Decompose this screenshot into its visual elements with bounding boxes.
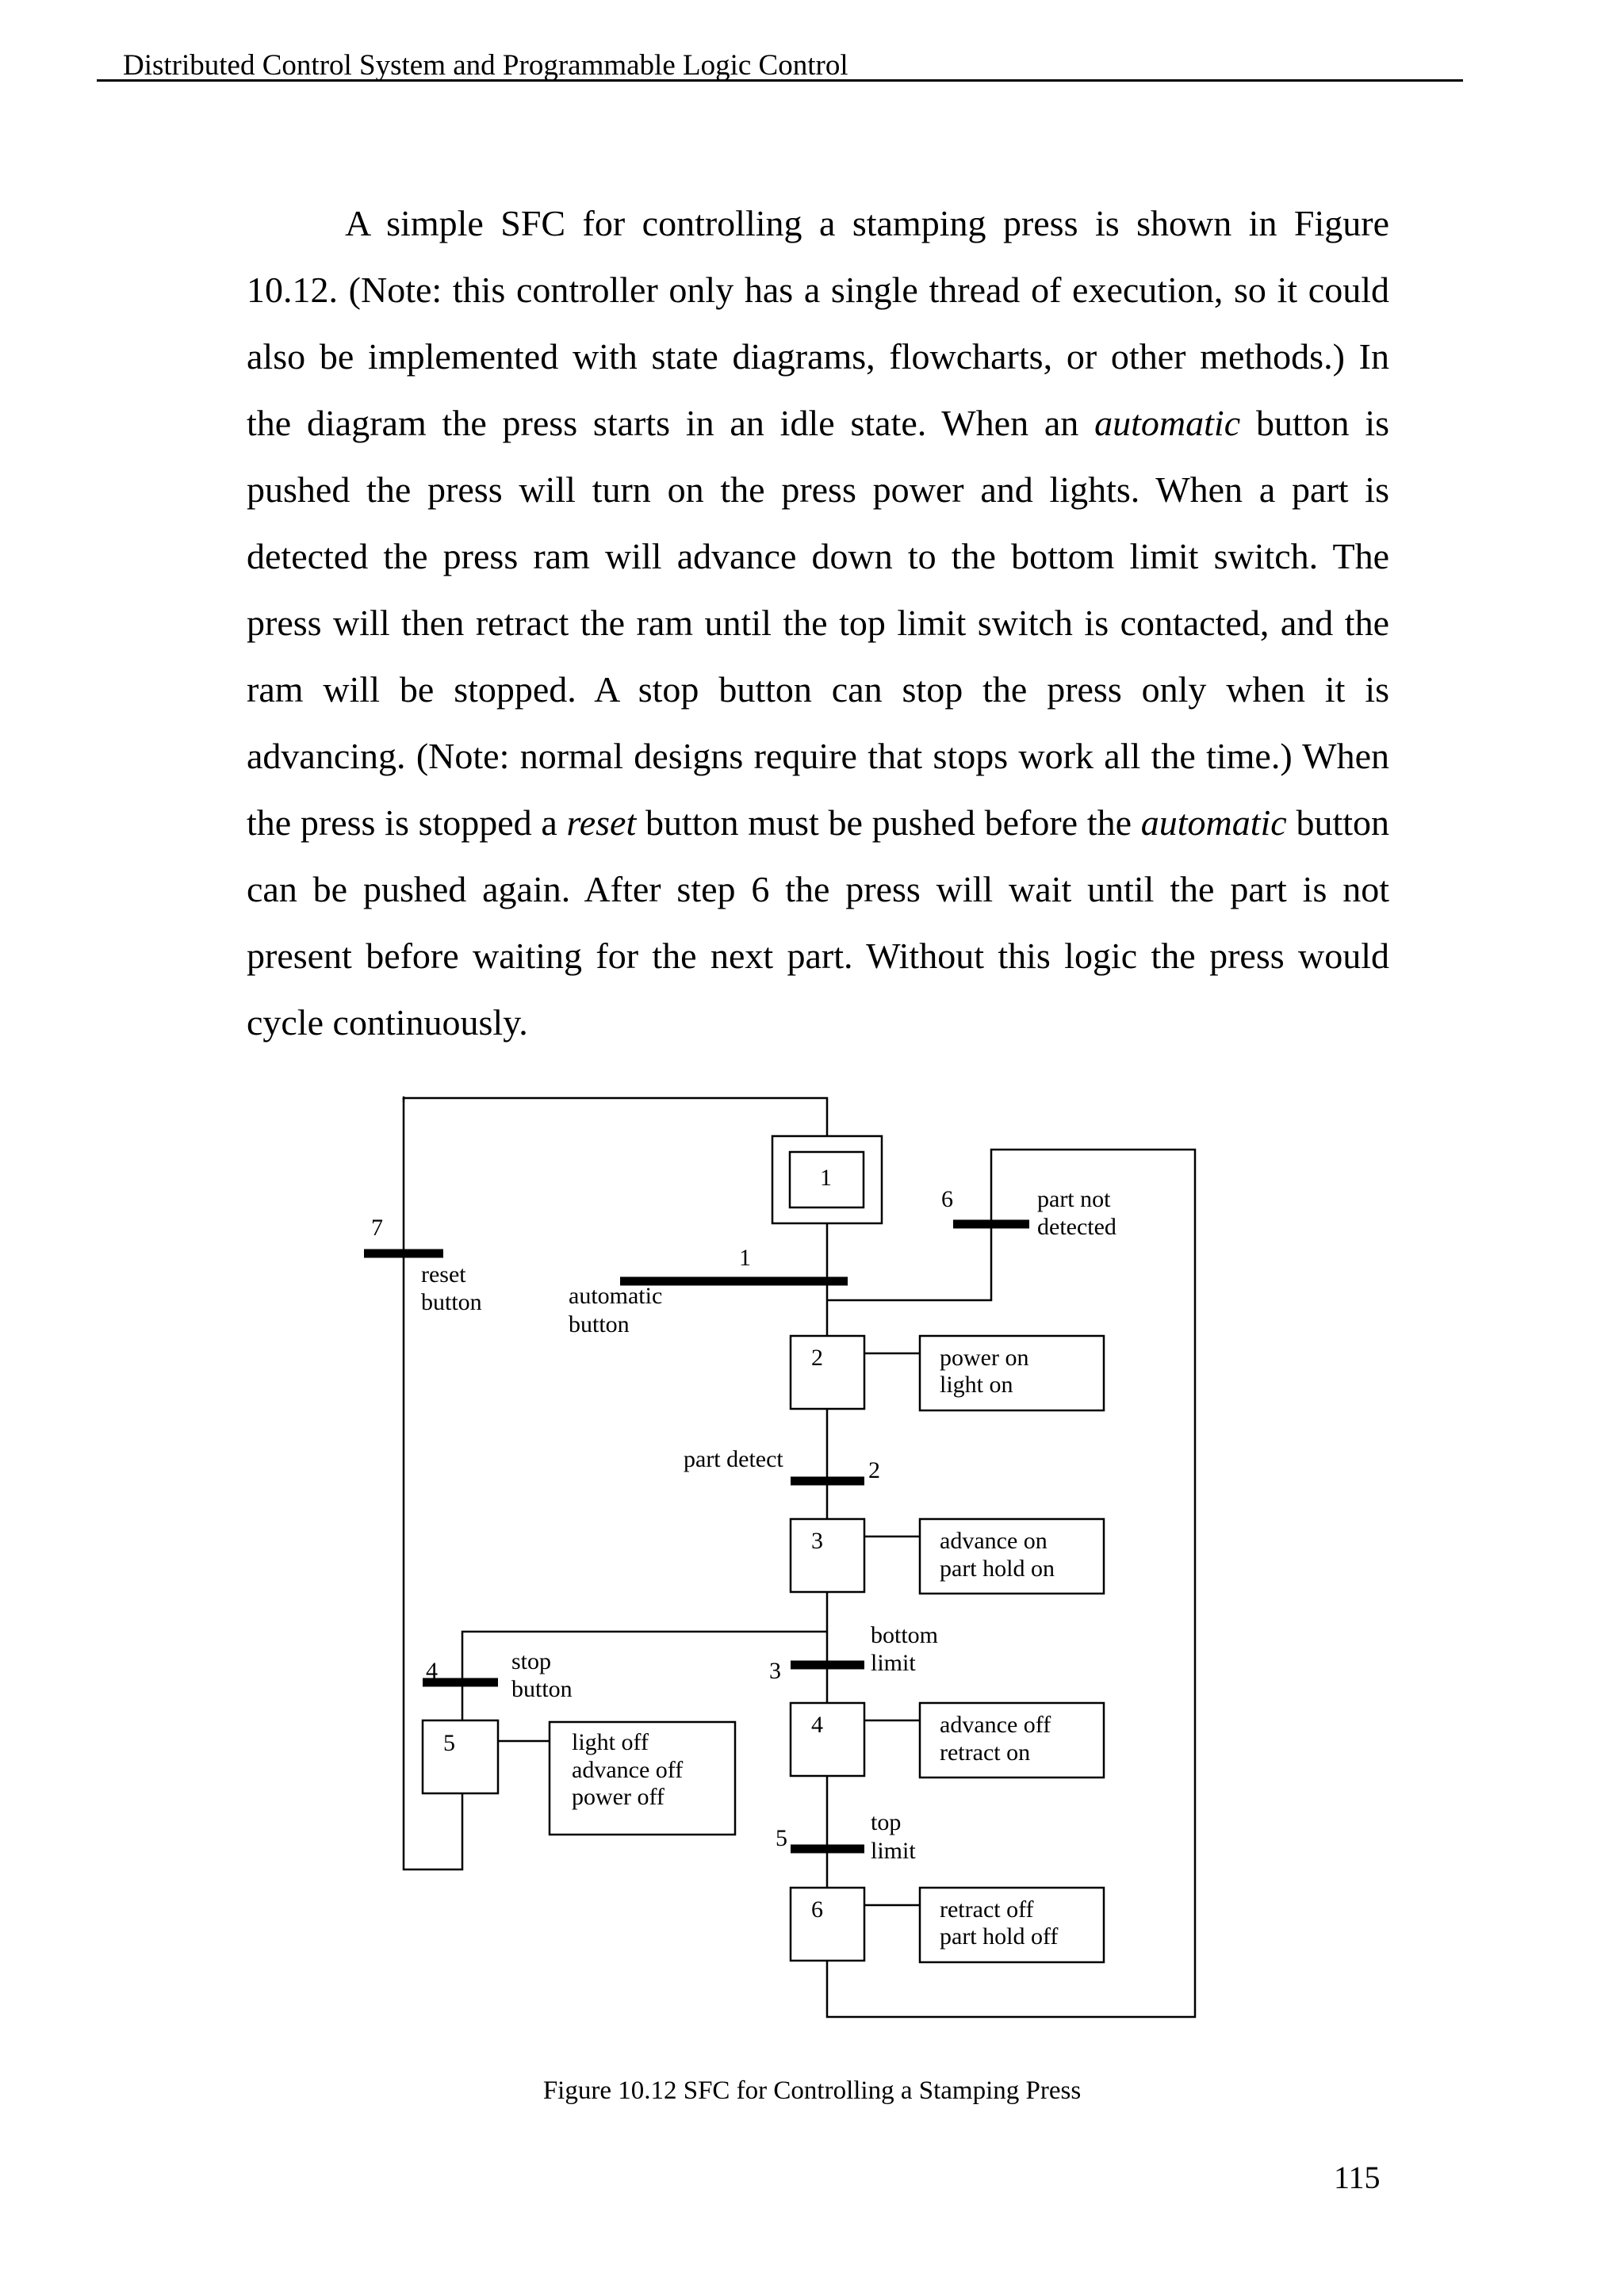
- transition-label: button: [511, 1676, 573, 1702]
- paragraph-text: A simple SFC for controlling a stamping …: [247, 203, 1389, 443]
- transition-label: part not: [1037, 1186, 1111, 1212]
- flow-line: [402, 1098, 464, 1871]
- action-box: [918, 1701, 1105, 1779]
- transition-number: 4: [426, 1658, 438, 1684]
- step-number: 4: [811, 1712, 823, 1738]
- transition-label: button: [569, 1311, 630, 1337]
- action-text: power off: [572, 1784, 665, 1810]
- paragraph-text: button must be pushed before the: [636, 802, 1141, 843]
- transition-number: 5: [776, 1825, 787, 1851]
- transition-label: bottom: [871, 1622, 938, 1648]
- step-box: [789, 1334, 866, 1410]
- header-rule: [97, 79, 1463, 82]
- transition-number: 7: [371, 1215, 383, 1241]
- emphasis-automatic: automatic: [1140, 802, 1287, 843]
- running-header: Distributed Control System and Programma…: [123, 49, 848, 82]
- action-text: light on: [940, 1372, 1013, 1398]
- step-box: [421, 1719, 500, 1795]
- transition-number: 1: [739, 1245, 751, 1271]
- action-text: power on: [940, 1345, 1028, 1371]
- transition-label: limit: [871, 1838, 916, 1864]
- transition-label: button: [421, 1289, 482, 1315]
- initial-step-outer: [771, 1135, 883, 1225]
- step-number: 5: [443, 1730, 455, 1756]
- action-text: part hold off: [940, 1923, 1058, 1950]
- step-number: 2: [811, 1345, 823, 1371]
- step-number: 1: [820, 1165, 832, 1191]
- transition-label: automatic: [569, 1283, 662, 1309]
- flow-line: [825, 1148, 1197, 2019]
- transition-label: limit: [871, 1650, 916, 1676]
- transition-label: detected: [1037, 1214, 1116, 1240]
- paragraph-text: button can be pushed again. After step 6…: [247, 802, 1389, 1043]
- transition-label: top: [871, 1809, 901, 1835]
- transition-number: 6: [941, 1186, 953, 1212]
- step-number: 6: [811, 1896, 823, 1923]
- transition-label: reset: [421, 1261, 466, 1288]
- step-box: [789, 1701, 866, 1777]
- transition-label: part detect: [684, 1446, 783, 1472]
- figure-caption: Figure 10.12 SFC for Controlling a Stamp…: [542, 2076, 1082, 2105]
- transition-number: 2: [868, 1457, 880, 1483]
- emphasis-reset: reset: [566, 802, 637, 843]
- body-paragraph: A simple SFC for controlling a stamping …: [247, 190, 1389, 1056]
- action-text: advance off: [572, 1757, 683, 1783]
- emphasis-automatic: automatic: [1094, 403, 1241, 443]
- action-text: light off: [572, 1729, 649, 1755]
- action-text: retract off: [940, 1896, 1034, 1923]
- initial-step-inner: [788, 1150, 865, 1209]
- action-box: [918, 1334, 1105, 1412]
- transition-number: 3: [769, 1658, 781, 1684]
- action-text: retract on: [940, 1739, 1030, 1766]
- transition-label: stop: [511, 1648, 551, 1674]
- page-number: 115: [1334, 2160, 1381, 2195]
- step-box: [789, 1886, 866, 1962]
- action-box: [918, 1886, 1105, 1964]
- paragraph-text: button is pushed the press will turn on …: [247, 403, 1390, 843]
- flow-line: [461, 1630, 827, 1720]
- step-number: 3: [811, 1528, 823, 1554]
- action-text: part hold on: [940, 1556, 1055, 1582]
- step-box: [789, 1517, 866, 1594]
- action-box: [918, 1517, 1105, 1595]
- action-text: advance on: [940, 1528, 1048, 1554]
- action-box: [548, 1720, 737, 1836]
- flow-line: [402, 1096, 829, 1136]
- action-text: advance off: [940, 1712, 1051, 1738]
